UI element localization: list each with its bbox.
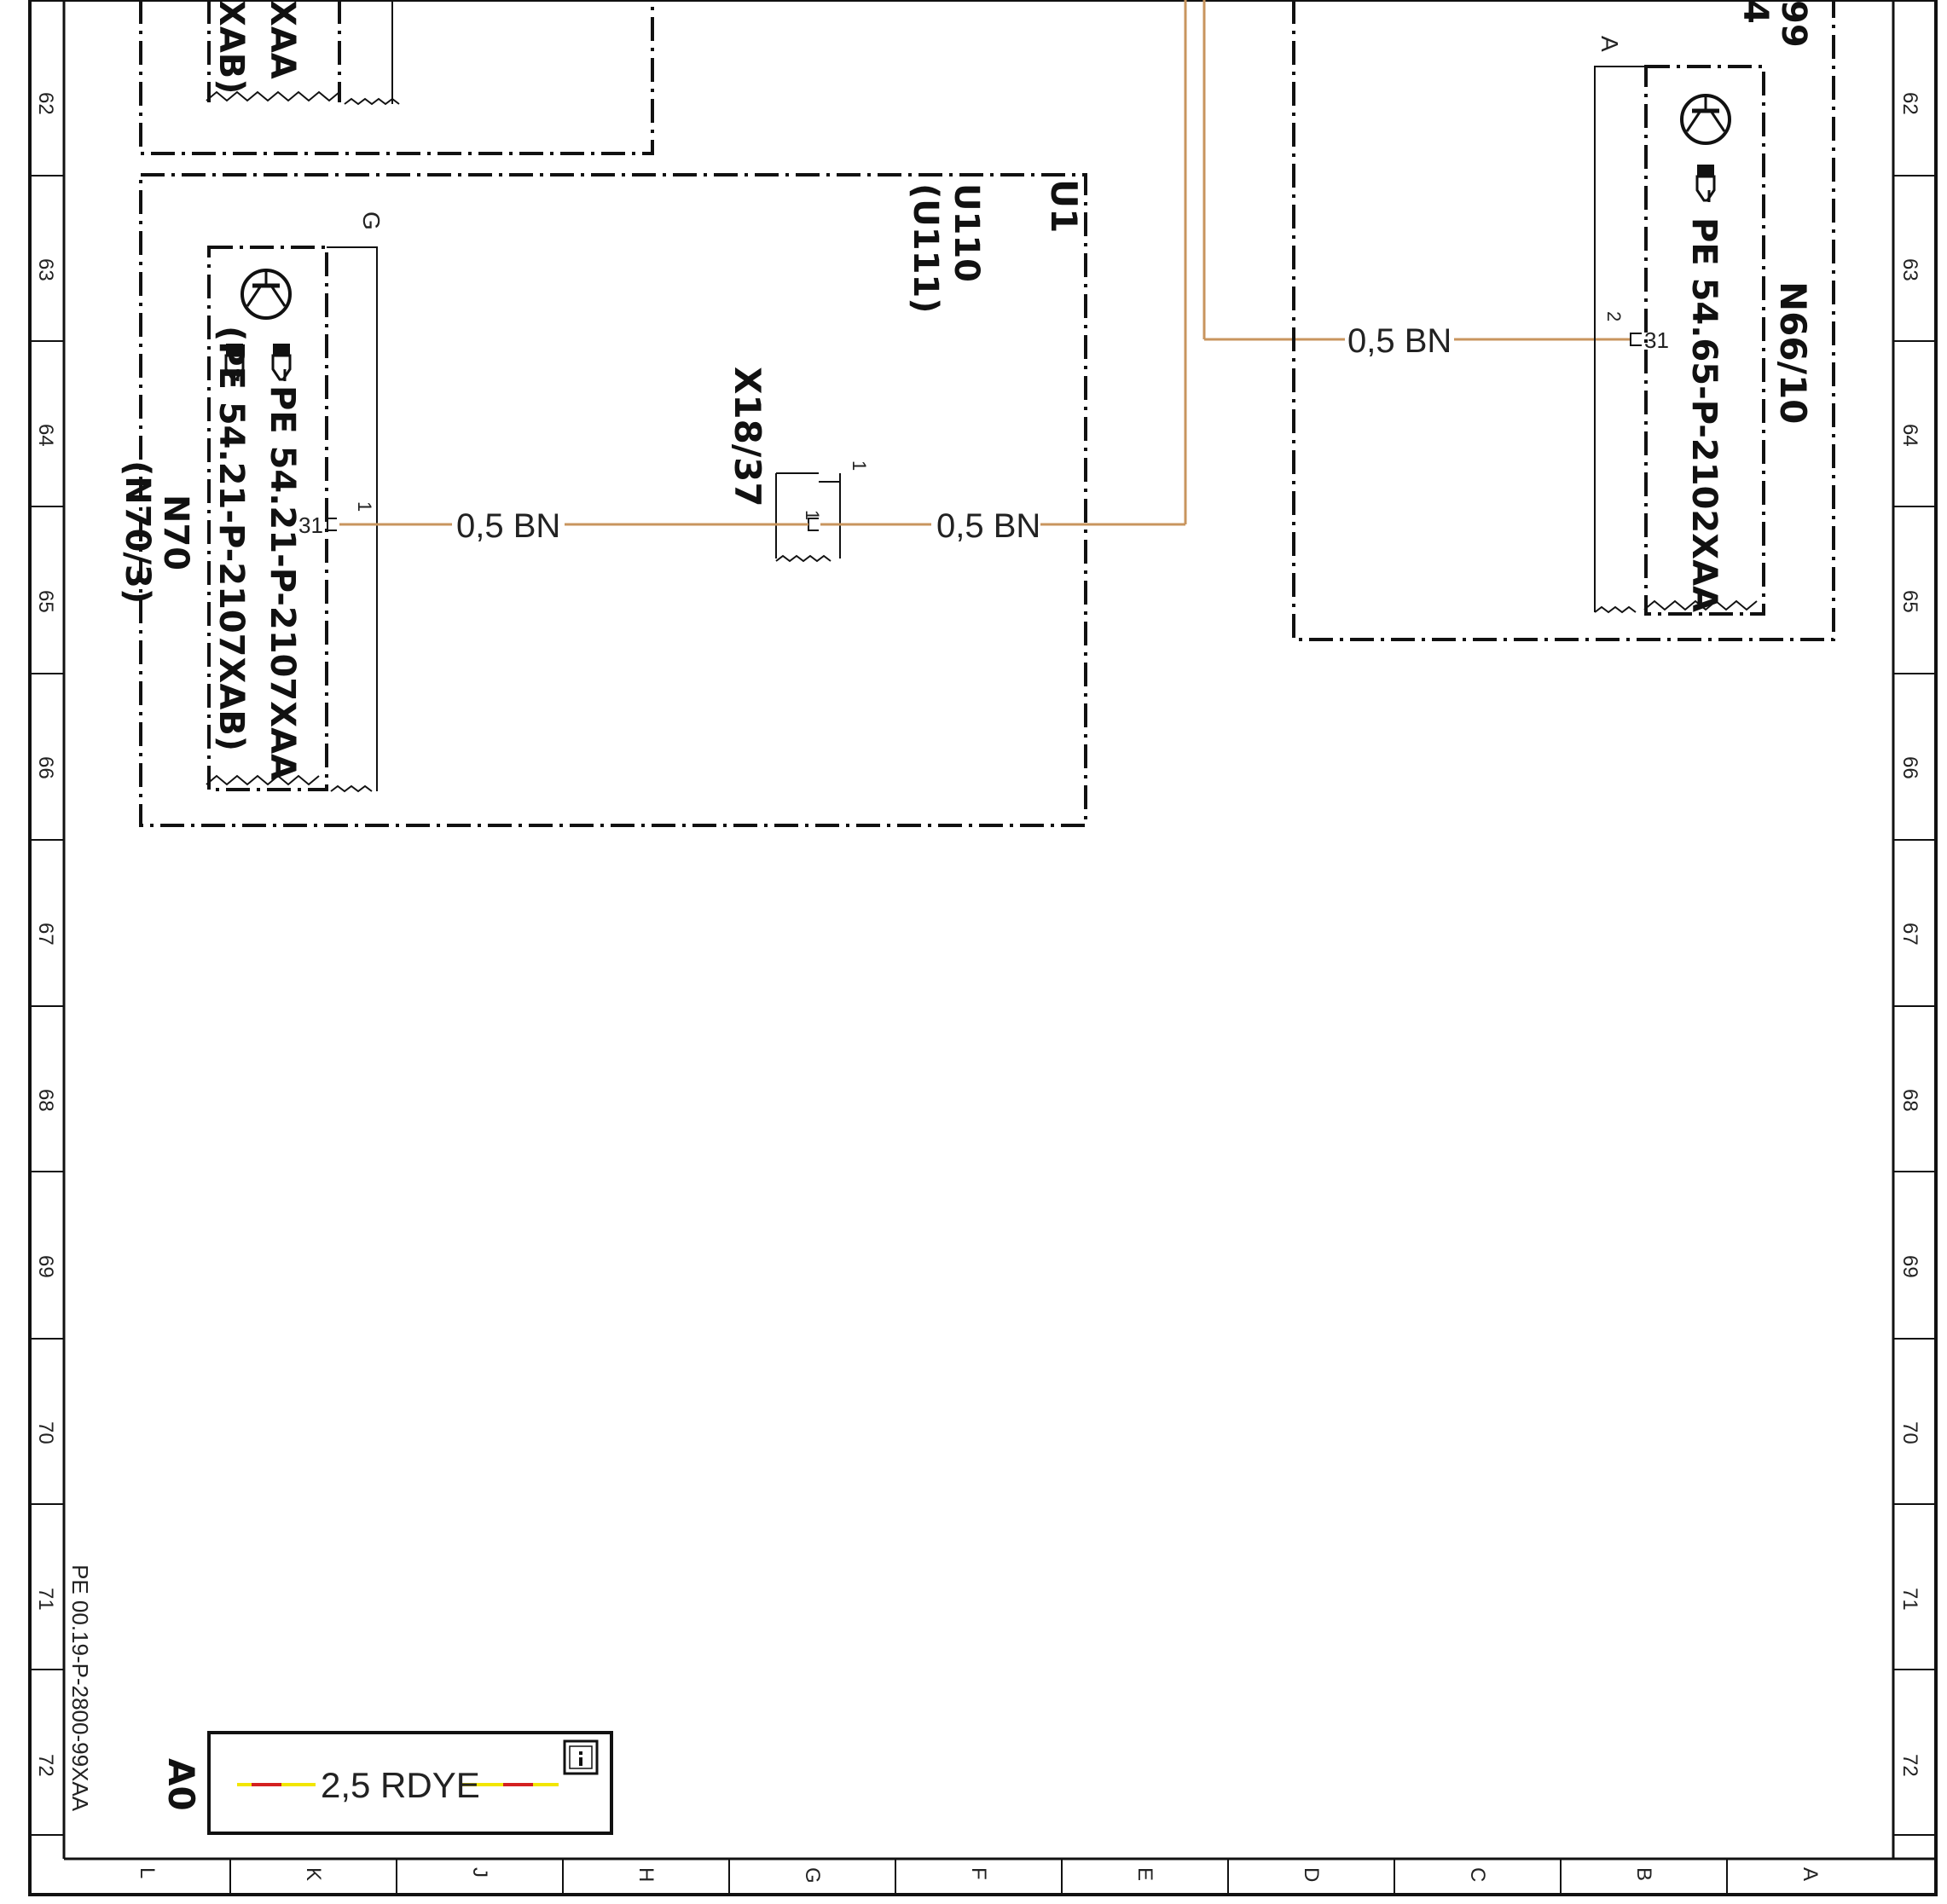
column-letter-E: E <box>1133 1867 1156 1881</box>
n66-ref: PE 54.65-P-2102XAA <box>1684 217 1724 612</box>
row-number-68-right: 68 <box>1898 1089 1921 1112</box>
n70-alt-label: (N70/3) <box>118 460 157 604</box>
row-number-72: 72 <box>34 1754 57 1777</box>
n66-label: N66/10 <box>1772 281 1814 424</box>
n70-pin-terminal <box>327 518 337 531</box>
n66-connector-break <box>1594 605 1637 614</box>
row-number-66-right: 66 <box>1898 756 1921 779</box>
n66-connector-letter: A <box>1596 36 1623 52</box>
column-letter-K: K <box>302 1867 325 1881</box>
column-letter-F: F <box>967 1867 990 1880</box>
x18-label: X18/37 <box>727 367 768 507</box>
row-number-72-right: 72 <box>1898 1754 1921 1777</box>
n66-connector-outline <box>1594 66 1646 612</box>
top-fragment-right-1: 99 <box>1774 0 1813 48</box>
top-left-inner-box <box>207 0 341 102</box>
n70-wavy-break <box>206 774 320 786</box>
top-left-connector-break <box>344 97 400 106</box>
n70-ref-1: PE 54.21-P-2107XAA <box>263 385 302 780</box>
n70-label: N70 <box>156 495 195 570</box>
n70-connector-letter: G <box>358 211 385 230</box>
column-letter-B: B <box>1632 1867 1655 1881</box>
column-letter-C: C <box>1466 1867 1489 1882</box>
top-fragment-left-2: XAB) <box>212 0 251 95</box>
top-left-wavy-break <box>206 90 340 102</box>
u1-label: U1 <box>1043 179 1085 233</box>
n66-pin-terminal <box>1630 333 1642 346</box>
wire-label-1: 0,5 BN <box>456 507 560 545</box>
top-fragment-left-1: XAA <box>263 0 302 79</box>
row-number-63-right: 63 <box>1898 258 1921 281</box>
outer-frame <box>28 0 1938 1896</box>
wire-label-3: 0,5 BN <box>1347 322 1452 360</box>
row-number-64: 64 <box>34 424 57 447</box>
u111-label: (U111) <box>906 183 945 314</box>
n66-wavy-break <box>1643 599 1758 611</box>
n70-connector-break <box>330 784 373 793</box>
n70-connector-outline <box>327 246 378 791</box>
row-number-71-right: 71 <box>1898 1588 1921 1611</box>
top-fragment-right-2: 4 <box>1735 0 1775 24</box>
x18-connector-break <box>775 554 832 563</box>
row-number-70: 70 <box>34 1421 57 1444</box>
sheet-label: A0 <box>160 1758 202 1811</box>
column-letter-L: L <box>136 1867 159 1878</box>
info-icon[interactable] <box>563 1739 599 1775</box>
row-number-69: 69 <box>34 1255 57 1278</box>
hand-pointer-icon <box>271 344 292 381</box>
row-number-64-right: 64 <box>1898 424 1921 447</box>
column-letter-G: G <box>801 1867 824 1884</box>
column-letter-H: H <box>635 1867 658 1882</box>
row-number-62-right: 62 <box>1898 92 1921 115</box>
row-number-67: 67 <box>34 923 57 946</box>
row-number-65-right: 65 <box>1898 590 1921 613</box>
hand-pointer-icon <box>224 344 245 381</box>
legend-box <box>207 1731 613 1835</box>
row-number-69-right: 69 <box>1898 1255 1921 1278</box>
x18-pin-out: 1 <box>849 460 870 471</box>
hand-pointer-icon <box>1695 165 1716 202</box>
row-number-67-right: 67 <box>1898 923 1921 946</box>
n70-pin-number: 1 <box>354 501 375 512</box>
n66-terminal-number: 31 <box>1644 327 1669 353</box>
row-number-68: 68 <box>34 1089 57 1112</box>
row-number-66: 66 <box>34 756 57 779</box>
row-number-65: 65 <box>34 590 57 613</box>
row-number-63: 63 <box>34 258 57 281</box>
wire-label-2: 0,5 BN <box>936 507 1040 545</box>
column-letter-D: D <box>1300 1867 1323 1882</box>
u110-label: U110 <box>947 183 986 282</box>
transistor-icon <box>240 269 292 320</box>
transistor-icon <box>1680 94 1731 145</box>
n66-pin-number: 2 <box>1603 311 1625 321</box>
row-number-70-right: 70 <box>1898 1421 1921 1444</box>
row-number-71: 71 <box>34 1588 57 1611</box>
row-number-62: 62 <box>34 92 57 115</box>
column-letter-A: A <box>1799 1867 1822 1881</box>
x18-connector-outline <box>775 472 841 558</box>
n70-ref-2: (PE 54.21-P-2107XAB) <box>212 326 251 751</box>
column-letter-J: J <box>468 1867 491 1878</box>
right-module-box <box>1292 0 1835 641</box>
n70-terminal-number: 31 <box>298 512 323 538</box>
document-reference: PE 00.19-P-2800-99XAA <box>67 1565 93 1812</box>
top-left-partial-box <box>139 0 654 155</box>
u1-module-box <box>139 173 1087 827</box>
n66-component-box <box>1644 65 1765 616</box>
legend-wire-label: 2,5 RDYE <box>321 1765 480 1805</box>
